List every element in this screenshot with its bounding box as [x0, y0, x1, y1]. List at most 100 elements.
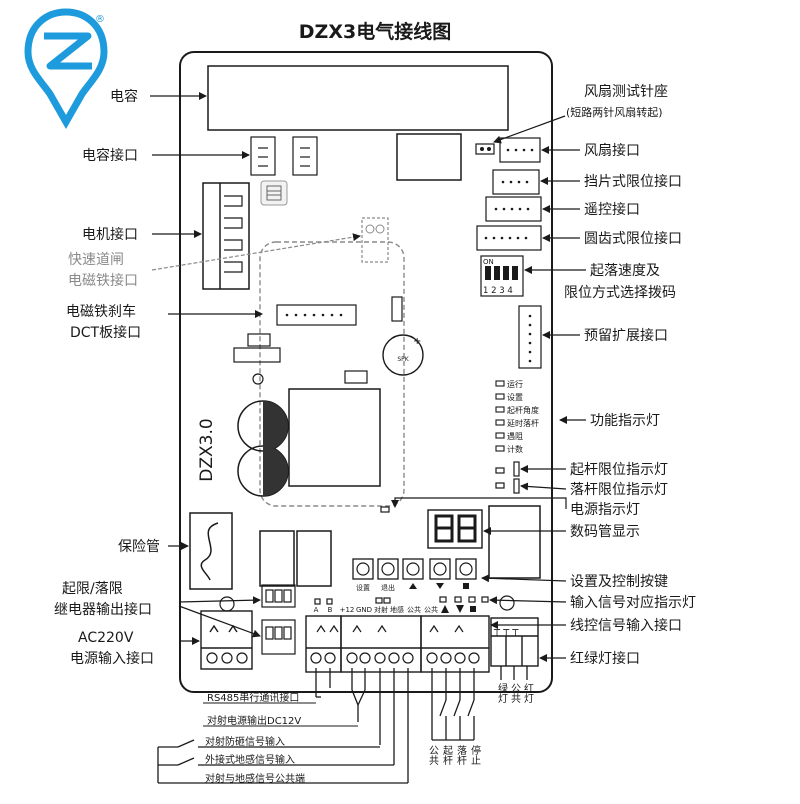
terminal-label-loop: 地感: [390, 605, 404, 614]
indicator-4: 延时落杆: [495, 418, 539, 428]
label-speed-2: 限位方式选择拨码: [564, 285, 676, 301]
terminal-label-12v: +12: [340, 606, 355, 614]
mount-hole-left: [219, 596, 235, 612]
right-relay: [488, 505, 541, 579]
mount-hole-right: [499, 595, 515, 611]
label-dc12: 对射电源输出DC12V: [207, 714, 301, 727]
label-fan-test-note: (短路两针风扇转起): [566, 105, 663, 119]
terminal-screw-10: [454, 652, 466, 664]
external-wiring: [157, 666, 528, 784]
label-motor-port: 电机接口: [82, 226, 138, 243]
transformer: [288, 388, 381, 487]
label-buttons: 设置及控制按键: [570, 574, 668, 590]
small-component-1: [391, 296, 403, 322]
label-speed-1: 起落速度及: [590, 263, 660, 279]
fuse-holder: [189, 512, 233, 590]
terminal-label-a: A: [314, 606, 319, 614]
small-component-3: [233, 347, 281, 363]
indicator-label: 延时落杆: [507, 418, 539, 428]
relay-down: [296, 530, 332, 587]
buzzer: + SPK: [382, 334, 424, 376]
svg-text:┬ ┬ ┬: ┬ ┬ ┬: [493, 625, 519, 636]
indicator-label: 起杆角度: [507, 405, 539, 415]
indicator-led: [495, 393, 505, 400]
svg-text:+: +: [413, 336, 421, 347]
pcb-board: [179, 51, 553, 693]
indicator-1: 运行: [495, 379, 523, 389]
control-button-2[interactable]: [377, 558, 399, 580]
terminal-screw-11: [468, 652, 480, 664]
dct-connector-pins: [285, 313, 343, 317]
button-label-exit: 退出: [381, 583, 395, 592]
label-down-limit-led: 落杆限位指示灯: [570, 482, 668, 498]
terminal-screw-7: [402, 652, 414, 664]
control-buttons: [352, 558, 477, 580]
ac-terminal-screws: [206, 652, 248, 664]
label-fast-magnet-2: 电磁铁接口: [68, 272, 138, 289]
connector-pins: [484, 148, 534, 363]
dct-board-area: [259, 241, 405, 507]
terminal-label-photo: 对射: [374, 605, 388, 614]
label-up-limit-led: 起杆限位指示灯: [570, 462, 668, 478]
indicator-5: 遇阻: [495, 432, 523, 441]
label-capacitor: 电容: [110, 88, 138, 105]
dip-switch: ON 1 2 3 4: [480, 255, 524, 297]
label-dct-2: DCT板接口: [70, 324, 141, 341]
terminal-label-common: 公共: [407, 605, 421, 614]
terminal-label-gnd: GND: [356, 606, 372, 614]
label-power-led: 电源指示灯: [570, 502, 640, 518]
motor-terminal-block: [202, 182, 250, 290]
label-dct-1: 电磁铁刹车: [66, 303, 136, 320]
external-switches: [177, 699, 475, 766]
buzzer-label: SPK: [397, 356, 409, 363]
control-button-3[interactable]: [402, 558, 424, 580]
electrolytic-capacitors: [237, 400, 289, 497]
bottom-terminal-strip: [305, 615, 490, 673]
indicator-3: 起杆角度: [495, 405, 539, 415]
terminal-screw-2: [324, 652, 336, 664]
indicator-led: [495, 380, 505, 387]
label-fuse: 保险管: [118, 539, 160, 555]
page-title: DZX3电气接线图: [299, 20, 451, 43]
dip-numbers: 1 2 3 4: [483, 286, 513, 296]
control-up: 起杆: [441, 745, 453, 766]
traffic-red: 红灯: [522, 682, 534, 704]
label-function-leds: 功能指示灯: [590, 413, 660, 429]
label-wire-input: 线控信号输入接口: [570, 617, 682, 634]
button-symbols: [409, 583, 469, 589]
indicator-label: 运行: [507, 379, 523, 389]
input-direction-symbols: [441, 605, 476, 613]
terminal-screws: [310, 652, 480, 664]
terminal-label-b: B: [328, 606, 333, 614]
indicator-label: 遇阻: [507, 432, 523, 441]
label-anti-smash: 对射防砸信号输入: [205, 735, 285, 748]
indicator-led: [495, 419, 505, 426]
indicator-label: 计数: [507, 444, 523, 454]
label-relay-1: 起限/落限: [62, 581, 123, 597]
dct-connector: [276, 304, 357, 326]
label-common-port: 对射与地感信号公共端: [205, 772, 305, 785]
indicator-label: 设置: [507, 392, 523, 402]
control-button-5[interactable]: [455, 558, 477, 580]
power-led: [380, 506, 390, 513]
label-rs485: RS485串行通讯接口: [207, 691, 299, 704]
terminal-screw-3: [346, 652, 358, 664]
label-fan-test: 风扇测试针座: [584, 84, 668, 100]
label-remote: 遥控接口: [584, 201, 640, 218]
traffic-common: 公共: [509, 683, 521, 704]
right-connectors: [476, 137, 542, 369]
dip-on-label: ON: [483, 258, 494, 266]
indicator-led: [495, 445, 505, 452]
brand-logo: ®: [24, 8, 108, 130]
button-label-setup: 设置: [356, 583, 370, 592]
small-component-4: [344, 370, 368, 384]
test-point: [252, 373, 264, 385]
control-button-1[interactable]: [352, 558, 374, 580]
seven-segment-display: [427, 509, 483, 549]
control-common: 公共: [427, 745, 439, 766]
indicator-2: 设置: [495, 392, 523, 402]
control-button-4[interactable]: [429, 558, 451, 580]
terminal-screw-8: [426, 652, 438, 664]
